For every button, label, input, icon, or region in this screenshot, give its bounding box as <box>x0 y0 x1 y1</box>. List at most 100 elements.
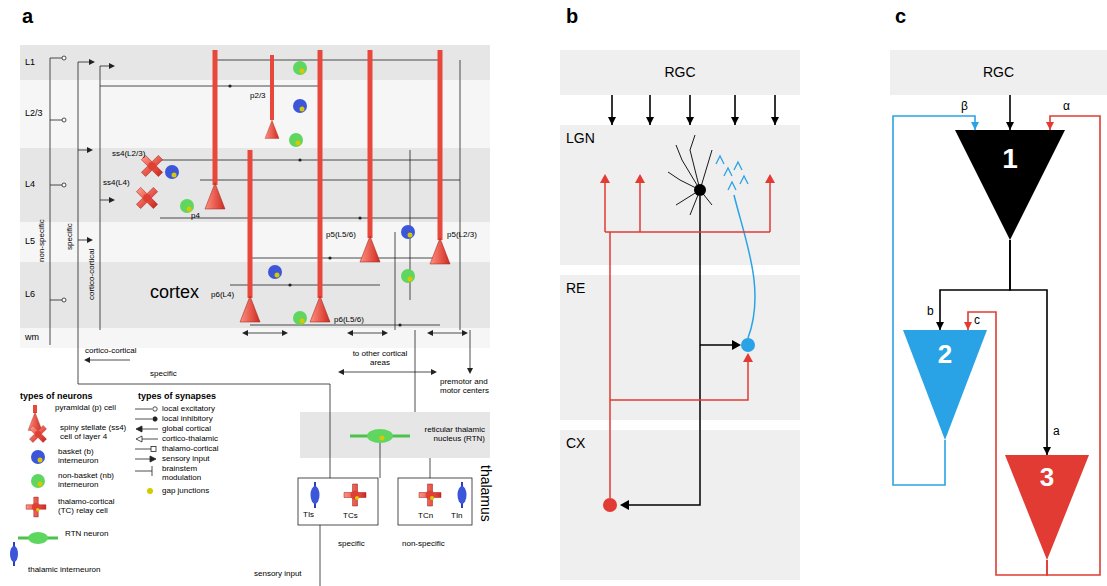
lgn-circuit-heads <box>600 174 610 183</box>
interneurons <box>289 133 303 147</box>
cortical-wiring <box>78 62 92 345</box>
legend-text: thalamic interneuron <box>28 566 118 575</box>
pathway-label: specific <box>150 370 177 379</box>
thalamic-cells <box>28 532 48 544</box>
thalamic-cells <box>344 484 366 506</box>
region-band: RGC <box>890 50 1107 95</box>
connection-marks <box>242 330 248 336</box>
pyramidal-cells <box>310 296 330 322</box>
lgn-circuit-heads <box>765 174 775 183</box>
region-name: RE <box>566 281 585 296</box>
connection-marks <box>398 323 401 326</box>
synapse-legend-marks <box>135 419 152 420</box>
thalamic-cells <box>380 436 385 441</box>
lgn-circuit <box>668 135 712 215</box>
lgn-circuit <box>605 135 770 505</box>
neuron-triangle: 2 <box>903 330 987 440</box>
region-name: LGN <box>566 131 595 146</box>
connection-marks <box>84 357 90 363</box>
legend-text: cortico-thalamic <box>162 435 232 444</box>
connection-marks <box>288 283 291 286</box>
layer-band: wm <box>20 328 490 348</box>
connection-marks <box>89 59 95 65</box>
legend-text: RTN neuron <box>65 530 125 539</box>
synapse-label: α <box>1062 100 1071 113</box>
cortical-wiring <box>415 330 470 412</box>
dendrites <box>270 55 274 120</box>
lgn-circuit <box>628 196 738 505</box>
legend-text: pyramidal (p) cell <box>55 404 135 413</box>
lgn-circuit <box>716 156 748 190</box>
connection-marks <box>87 237 93 243</box>
synapse-legend-marks <box>135 409 152 410</box>
dendrites <box>318 50 323 298</box>
connection-marks <box>298 158 301 161</box>
connection-marks <box>62 56 473 375</box>
connector <box>936 240 1010 330</box>
legend-text: non-basket (nb) interneuron <box>58 472 130 490</box>
connector <box>1046 116 1100 575</box>
lgn-circuit <box>605 182 770 498</box>
connection-marks <box>109 63 115 69</box>
arrow-head <box>1043 447 1051 455</box>
interneurons <box>165 165 179 179</box>
thalamic-cells <box>458 486 467 504</box>
synapse-legend-marks <box>135 407 158 494</box>
pyramidal-cells <box>360 236 380 262</box>
region-name: wm <box>25 333 39 343</box>
dendrites <box>368 50 373 238</box>
synapse-legend-marks <box>153 407 157 411</box>
interneurons <box>180 199 194 213</box>
panel-letter: a <box>22 5 33 27</box>
synapse-legend-marks <box>135 459 150 460</box>
legend-heading: types of neurons <box>20 392 93 402</box>
lgn-circuit-heads <box>741 338 755 352</box>
synapse-label: β <box>960 100 969 113</box>
region-name: RGC <box>983 65 1014 80</box>
synapse-label: c <box>973 314 981 327</box>
cell-label: p4 <box>191 212 200 221</box>
region-name: L4 <box>25 180 35 190</box>
synapse-label: a <box>1052 425 1061 438</box>
lgn-circuit-heads <box>603 498 617 512</box>
legend-text: sensory input <box>162 455 232 464</box>
legend-text: brainstem modulation <box>162 465 217 483</box>
connector <box>646 95 654 125</box>
interneurons <box>293 61 307 75</box>
stellate-cells <box>24 420 51 447</box>
synapse-legend-marks <box>136 426 142 432</box>
arrow-head <box>646 117 654 125</box>
pyramidal-cells <box>205 183 225 209</box>
neuron-number: 3 <box>1040 463 1054 492</box>
legend-text: local excitatory <box>162 405 232 414</box>
cell-label: ss4(L4) <box>103 179 130 188</box>
connection-marks <box>427 330 433 336</box>
connector-line <box>940 240 1010 330</box>
cell-label: ss4(L2/3) <box>112 150 145 159</box>
legend-heading: types of synapses <box>138 392 216 402</box>
connection-marks <box>431 369 437 375</box>
region-name: L1 <box>25 58 35 68</box>
arrow-head <box>731 117 739 125</box>
synapse-legend-marks <box>140 429 158 430</box>
cell-label: TIn <box>451 512 463 521</box>
triangle-shape <box>903 330 987 440</box>
neuron-number: 2 <box>938 340 952 369</box>
cell-label: p6(L4) <box>211 291 234 300</box>
connection-marks <box>228 84 231 87</box>
connector <box>608 95 616 125</box>
legend-text: thalamo-cortical <box>162 445 232 454</box>
synapse-legend-marks <box>135 466 152 476</box>
connection-marks <box>328 256 331 259</box>
synapse-legend-marks <box>147 488 153 494</box>
legend-text: gap junctions <box>162 487 232 496</box>
region-name: reticular thalamic nucleus (RTN) <box>423 426 485 444</box>
connector-line <box>893 116 975 485</box>
cell-label: p5(L5/6) <box>326 231 356 240</box>
pathway-label: cortico-cortical <box>85 347 137 356</box>
synapse-legend-marks <box>135 449 151 450</box>
connection-marks <box>62 298 66 302</box>
pathway-label: sensory input <box>254 570 302 579</box>
thalamic-cells <box>419 484 441 506</box>
region-name: L2/3 <box>25 109 43 119</box>
